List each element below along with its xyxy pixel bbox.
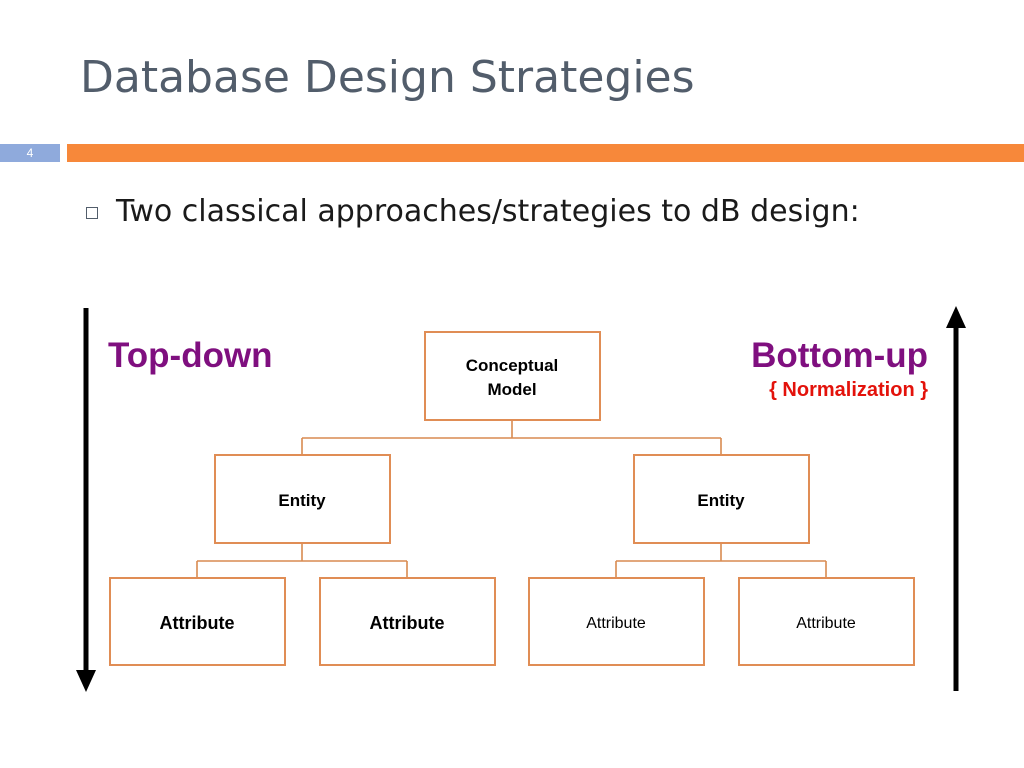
slide-number-bar	[0, 144, 60, 162]
conceptual-model-node: Conceptual Model	[424, 331, 601, 421]
entity-label: Entity	[697, 491, 745, 510]
attribute-node-3: Attribute	[528, 577, 705, 666]
entity-label: Entity	[278, 491, 326, 510]
bullet-text: Two classical approaches/strategies to d…	[116, 194, 860, 229]
top-down-arrow	[76, 308, 96, 692]
entity-node-left: Entity	[214, 454, 391, 544]
attribute-node-2: Attribute	[319, 577, 496, 666]
normalization-note: { Normalization }	[769, 379, 928, 401]
attribute-label: Attribute	[796, 615, 856, 632]
slide-number: 4	[26, 146, 34, 160]
bottom-up-arrow	[946, 306, 966, 691]
bullet-square-icon	[86, 207, 98, 219]
slide-title: Database Design Strategies	[80, 52, 695, 103]
bottom-up-label: Bottom-up	[751, 336, 928, 375]
conceptual-model-label-line2: Model	[487, 380, 536, 399]
attribute-label: Attribute	[370, 613, 445, 633]
title-accent-bar	[67, 144, 1024, 162]
entity-node-right: Entity	[633, 454, 810, 544]
attribute-node-1: Attribute	[109, 577, 286, 666]
tree-connectors	[196, 420, 827, 578]
attribute-node-4: Attribute	[738, 577, 915, 666]
attribute-label: Attribute	[586, 615, 646, 632]
top-down-label: Top-down	[108, 336, 273, 375]
conceptual-model-label-line1: Conceptual	[466, 356, 559, 375]
attribute-label: Attribute	[160, 613, 235, 633]
